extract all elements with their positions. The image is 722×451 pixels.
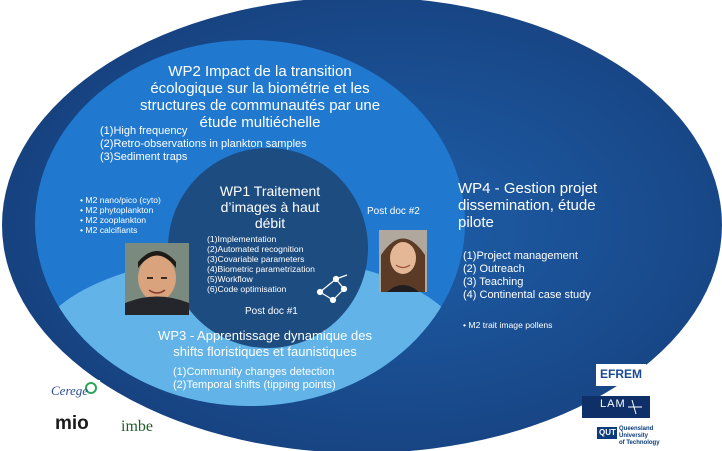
m2-bullet: • M2 calcifiants bbox=[80, 225, 138, 235]
lam-logo: LAM bbox=[600, 398, 626, 410]
cerege-emblem-icon bbox=[85, 382, 97, 394]
m2-bullet: • M2 phytoplankton bbox=[80, 205, 154, 215]
wp3-title-line: WP3 - Apprentissage dynamique des bbox=[158, 328, 372, 343]
wp2-item: (3)Sediment traps bbox=[100, 151, 188, 163]
mio-logo: mio bbox=[55, 413, 89, 434]
imbe-logo-box bbox=[118, 418, 164, 440]
wp4-title-line: dissemination, étude bbox=[458, 197, 596, 214]
wp2-title-line: structures de communautés par une bbox=[139, 97, 381, 114]
mio-logo-box bbox=[52, 414, 98, 438]
lam-logo-box bbox=[582, 396, 650, 418]
wp1-items: (1)Implementation (2)Automated recogniti… bbox=[207, 234, 337, 294]
postdoc1-label: Post doc #1 bbox=[245, 306, 298, 317]
qut-mark-box bbox=[597, 427, 617, 439]
m2-bullet: • M2 nano/pico (cyto) bbox=[80, 195, 161, 205]
wp2-item: (2)Retro-observations in plankton sample… bbox=[100, 138, 307, 150]
postdoc1-portrait bbox=[125, 243, 189, 315]
wp1-item: (5)Workflow bbox=[207, 274, 253, 284]
lam-star-icon bbox=[628, 399, 642, 415]
wp1-item: (6)Code optimisation bbox=[207, 284, 287, 294]
wp1-item: (2)Automated recognition bbox=[207, 244, 304, 254]
wp2-item: (1)High frequency bbox=[100, 125, 188, 137]
qut-mark: QUT bbox=[599, 428, 616, 437]
wp2-title-line: WP2 Impact de la transition bbox=[168, 63, 352, 80]
wp3-title: WP3 - Apprentissage dynamique des shifts… bbox=[135, 328, 395, 360]
wp1-item: (4)Biometric parametrization bbox=[207, 264, 315, 274]
wp4-title: WP4 - Gestion projet dissemination, étud… bbox=[458, 180, 658, 231]
wp4-item: (3) Teaching bbox=[463, 276, 524, 288]
wp4-bullet: • M2 trait image pollens bbox=[463, 320, 553, 330]
wp2-title: WP2 Impact de la transition écologique s… bbox=[135, 63, 385, 131]
efrem-logo: EFREM bbox=[600, 367, 642, 381]
wp1-title-line: débit bbox=[254, 215, 286, 231]
qut-name-line: University bbox=[619, 433, 649, 439]
wp2-title-line: étude multiéchelle bbox=[199, 114, 321, 131]
m2-bullet-list: • M2 nano/pico (cyto) • M2 phytoplankton… bbox=[80, 195, 210, 235]
postdoc2-label: Post doc #2 bbox=[367, 206, 420, 217]
wp2-title-line: écologique sur la biométrie et les bbox=[150, 80, 370, 97]
qut-name-line: Queensland bbox=[619, 426, 654, 432]
m2-bullet: • M2 zooplankton bbox=[80, 215, 147, 225]
wp4-items: (1)Project management (2) Outreach (3) T… bbox=[463, 250, 663, 302]
wp1-title: WP1 Traitement d’images à haut débit bbox=[205, 183, 335, 231]
neural-network-icon bbox=[316, 274, 348, 304]
wp4-item: (1)Project management bbox=[463, 250, 578, 262]
cerege-logo: Cerege bbox=[51, 383, 89, 398]
wp1-circle bbox=[168, 148, 368, 348]
wp1-item: (1)Implementation bbox=[207, 234, 277, 244]
wp1-title-line: WP1 Traitement bbox=[219, 183, 321, 199]
efrem-logo-box bbox=[596, 364, 646, 386]
postdoc2-portrait bbox=[379, 230, 427, 292]
qut-name: Queensland University of Technology bbox=[619, 426, 660, 447]
wp3-item: (2)Temporal shifts (tipping points) bbox=[173, 379, 336, 391]
wp3-title-line: shifts floristiques et faunistiques bbox=[173, 344, 357, 359]
wp4-title-line: pilote bbox=[458, 214, 494, 231]
qut-name-line: of Technology bbox=[619, 440, 660, 446]
wp3-item: (1)Community changes detection bbox=[173, 366, 335, 378]
wp4-item: (2) Outreach bbox=[463, 263, 525, 275]
wp3-items: (1)Community changes detection (2)Tempor… bbox=[173, 366, 403, 392]
wp1-title-line: d’images à haut bbox=[220, 199, 320, 215]
wp4-title-line: WP4 - Gestion projet bbox=[458, 180, 598, 197]
wp1-item: (3)Covariable parameters bbox=[207, 254, 305, 264]
wp2-items: (1)High frequency (2)Retro-observations … bbox=[100, 125, 380, 164]
imbe-logo: imbe bbox=[121, 418, 153, 435]
wp4-item: (4) Continental case study bbox=[463, 289, 591, 301]
